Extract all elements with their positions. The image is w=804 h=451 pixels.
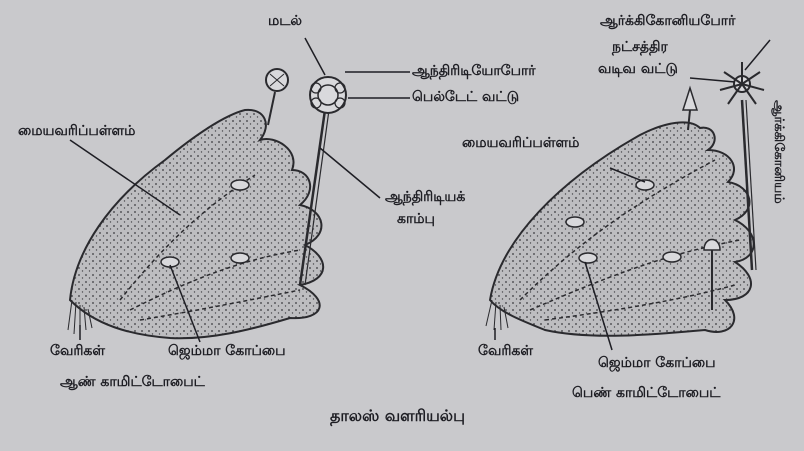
gemma-cup-3-icon [231,253,249,263]
label-archegonium-vertical: ஆர்க்கிகோனியம் [770,100,786,204]
label-gemma-cup-left: ஜெம்மா கோப்பை [168,344,286,358]
label-antheridial-stalk-1: ஆந்திரிடியக் [385,190,465,204]
figure-title: தாலஸ் வளரியல்பு [330,408,465,424]
label-matal: மடல் [268,14,302,28]
label-star-disc-2: வடிவ வட்டு [598,62,678,76]
male-thallus [68,38,410,342]
female-thallus [486,40,770,350]
peltate-disc-icon [310,77,346,113]
label-peltate-disc: பெல்டேட் வட்டு [412,90,519,104]
gemma-cup-6-icon [579,253,597,263]
gemma-cup-1-icon [231,180,249,190]
label-midrib-groove-left: மையவரிப்பள்ளம் [18,124,135,138]
caption-male: ஆண் காமிட்டோபைட் [60,375,205,389]
gemma-cup-7-icon [663,252,681,262]
label-midrib-groove-right: மையவரிப்பள்ளம் [462,136,579,150]
label-rhizoids-right: வேரிகள் [478,344,533,358]
gemma-cup-5-icon [566,217,584,227]
young-archegoniophore-icon [683,88,697,110]
star-disc-icon [720,62,764,104]
label-rhizoids-left: வேரிகள் [50,344,105,358]
label-star-disc-1: நட்சத்திர [612,40,668,54]
label-antheridial-stalk-2: காம்பு [397,212,435,226]
caption-female: பெண் காமிட்டோபைட் [572,386,720,400]
label-antheridiophore: ஆந்திரிடியோபோர் [412,64,536,78]
label-archegoniophore: ஆர்க்கிகோனியபோர் [600,14,735,28]
label-gemma-cup-right: ஜெம்மா கோப்பை [598,356,716,370]
